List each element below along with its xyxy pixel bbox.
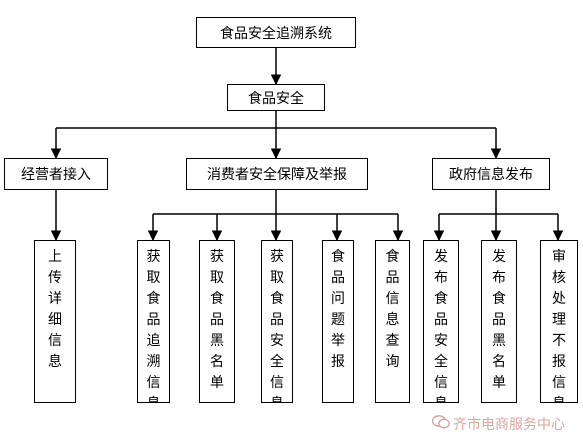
chat-bubble-icon (432, 415, 450, 429)
level1-node: 食品安全 (227, 84, 325, 111)
leaf-node-label: 上传详细信息 (48, 249, 62, 370)
level2-node-label: 经营者接入 (21, 167, 91, 183)
leaf-node-label: 食品问题举报 (331, 249, 345, 370)
leaf-node-label: 获取食品安全信息 (270, 249, 284, 402)
leaf-node-report: 食品问题举报 (322, 240, 354, 403)
leaf-node-label: 获取食品追溯信息 (146, 249, 161, 402)
leaf-node-safety-info: 获取食品安全信息 (261, 240, 293, 403)
watermark-text: 齐市电商服务中心 (453, 417, 565, 433)
root-node: 食品安全追溯系统 (196, 17, 356, 48)
leaf-node-label: 获取食品黑名单 (210, 249, 224, 391)
leaf-node-label: 发布食品安全信息 (434, 249, 448, 402)
level2-node-label: 政府信息发布 (449, 167, 533, 183)
level1-node-label: 食品安全 (248, 90, 304, 107)
level2-node-consumer: 消费者安全保障及举报 (186, 158, 368, 190)
leaf-node-upload-info: 上传详细信息 (34, 240, 76, 403)
level2-node-label: 消费者安全保障及举报 (207, 167, 347, 183)
leaf-node-blacklist: 获取食品黑名单 (199, 240, 235, 403)
leaf-node-trace-info: 获取食品追溯信息 (137, 240, 170, 403)
leaf-node-publish-blacklist: 发布食品黑名单 (481, 240, 517, 403)
leaf-node-label: 食品信息查询 (385, 249, 400, 370)
leaf-node-query: 食品信息查询 (375, 240, 410, 403)
leaf-node-review: 审核处理不报信息 (540, 240, 578, 403)
leaf-node-publish-safety: 发布食品安全信息 (423, 240, 459, 403)
root-node-label: 食品安全追溯系统 (220, 25, 332, 42)
level2-node-operator: 经营者接入 (4, 158, 108, 190)
level2-node-government: 政府信息发布 (432, 158, 550, 190)
leaf-node-label: 发布食品黑名单 (492, 249, 506, 391)
leaf-node-label: 审核处理不报信息 (552, 249, 566, 402)
